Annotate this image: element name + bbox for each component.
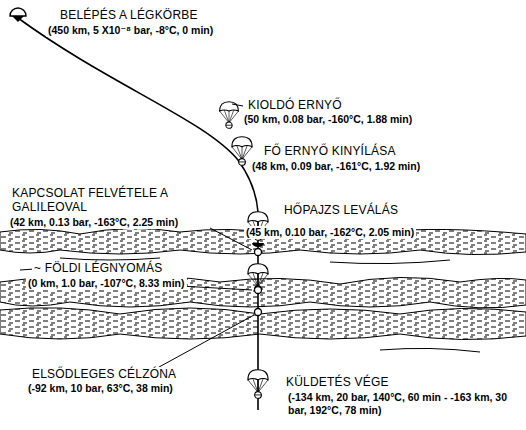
- drogue-parachute: [220, 102, 239, 129]
- event-data: (0 km, 1.0 bar, -107°C, 8.33 min): [26, 277, 187, 290]
- event-data: (-134 km, 20 bar, 140°C, 60 min - -163 k…: [286, 391, 516, 416]
- parachute: [248, 370, 268, 399]
- event-title: ELSŐDLEGES CÉLZÓNA: [30, 367, 178, 381]
- event-data: (45 km, 0.10 bar, -162°C, 2.05 min): [244, 226, 416, 239]
- entry-probe: [10, 8, 26, 22]
- heat-shield: [252, 243, 264, 247]
- event-data: (450 km, 5 X10⁻⁸ bar, -8°C, 0 min): [46, 24, 215, 37]
- event-data: (48 km, 0.09 bar, -161°C, 1.92 min): [250, 160, 422, 173]
- event-title: BELÉPÉS A LÉGKÖRBE: [58, 8, 200, 22]
- event-title: KÜLDETÉS VÉGE: [284, 375, 391, 389]
- event-title: ~ FÖLDI LÉGNYOMÁS: [32, 261, 164, 275]
- cloud-layer: [0, 228, 526, 352]
- event-title: FŐ ERNYŐ KINYÍLÁSA: [262, 144, 398, 158]
- event-title: KAPCSOLAT FELVÉTELE A GALILEOVAL: [10, 186, 179, 215]
- event-data: (-92 km, 10 bar, 63°C, 38 min): [26, 382, 175, 395]
- event-markers: [255, 249, 262, 316]
- event-title: KIOLDÓ ERNYŐ: [246, 98, 344, 112]
- event-data: (42 km, 0.13 bar, -163°C, 2.25 min): [8, 216, 180, 229]
- event-data: (50 km, 0.08 bar, -160°C, 1.88 min): [242, 113, 414, 126]
- event-title: HŐPAJZS LEVÁLÁS: [282, 203, 400, 217]
- leader-lines: [150, 104, 254, 372]
